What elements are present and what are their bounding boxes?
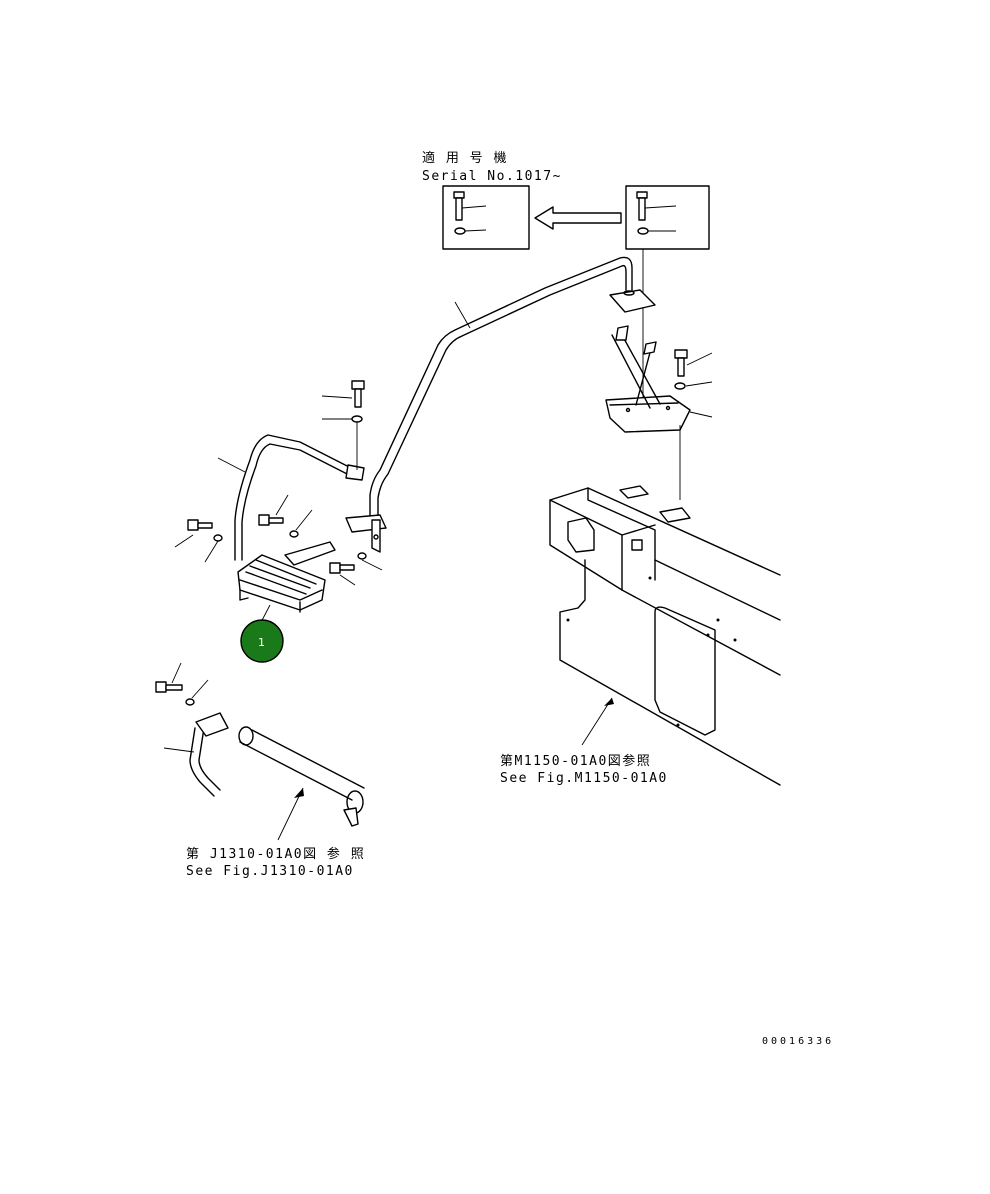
reference-m1150-jp: 第M1150-01A0図参照 (500, 753, 651, 769)
machine-body (549, 485, 781, 786)
handrail-long (345, 256, 656, 553)
reference-j1310-jp: 第 J1310-01A0図 参 照 (186, 846, 365, 862)
handrail-short (217, 380, 365, 561)
reference-j1310-en: See Fig.J1310-01A0 (186, 864, 354, 879)
callout-1[interactable]: 1 (240, 619, 284, 663)
reference-m1150-en: See Fig.M1150-01A0 (500, 771, 668, 786)
callout-number: 1 (258, 636, 265, 649)
serial-note-en: Serial No.1017~ (422, 169, 562, 184)
mounting-bracket-right (605, 325, 713, 500)
detail-box-old (625, 185, 710, 400)
serial-note-jp: 適 用 号 機 (422, 150, 508, 166)
detail-box-new (442, 185, 530, 250)
lower-parts (155, 662, 365, 841)
step-assembly (174, 494, 383, 629)
drawing-id: 00016336 (762, 1036, 834, 1047)
replacement-arrow (534, 206, 622, 230)
